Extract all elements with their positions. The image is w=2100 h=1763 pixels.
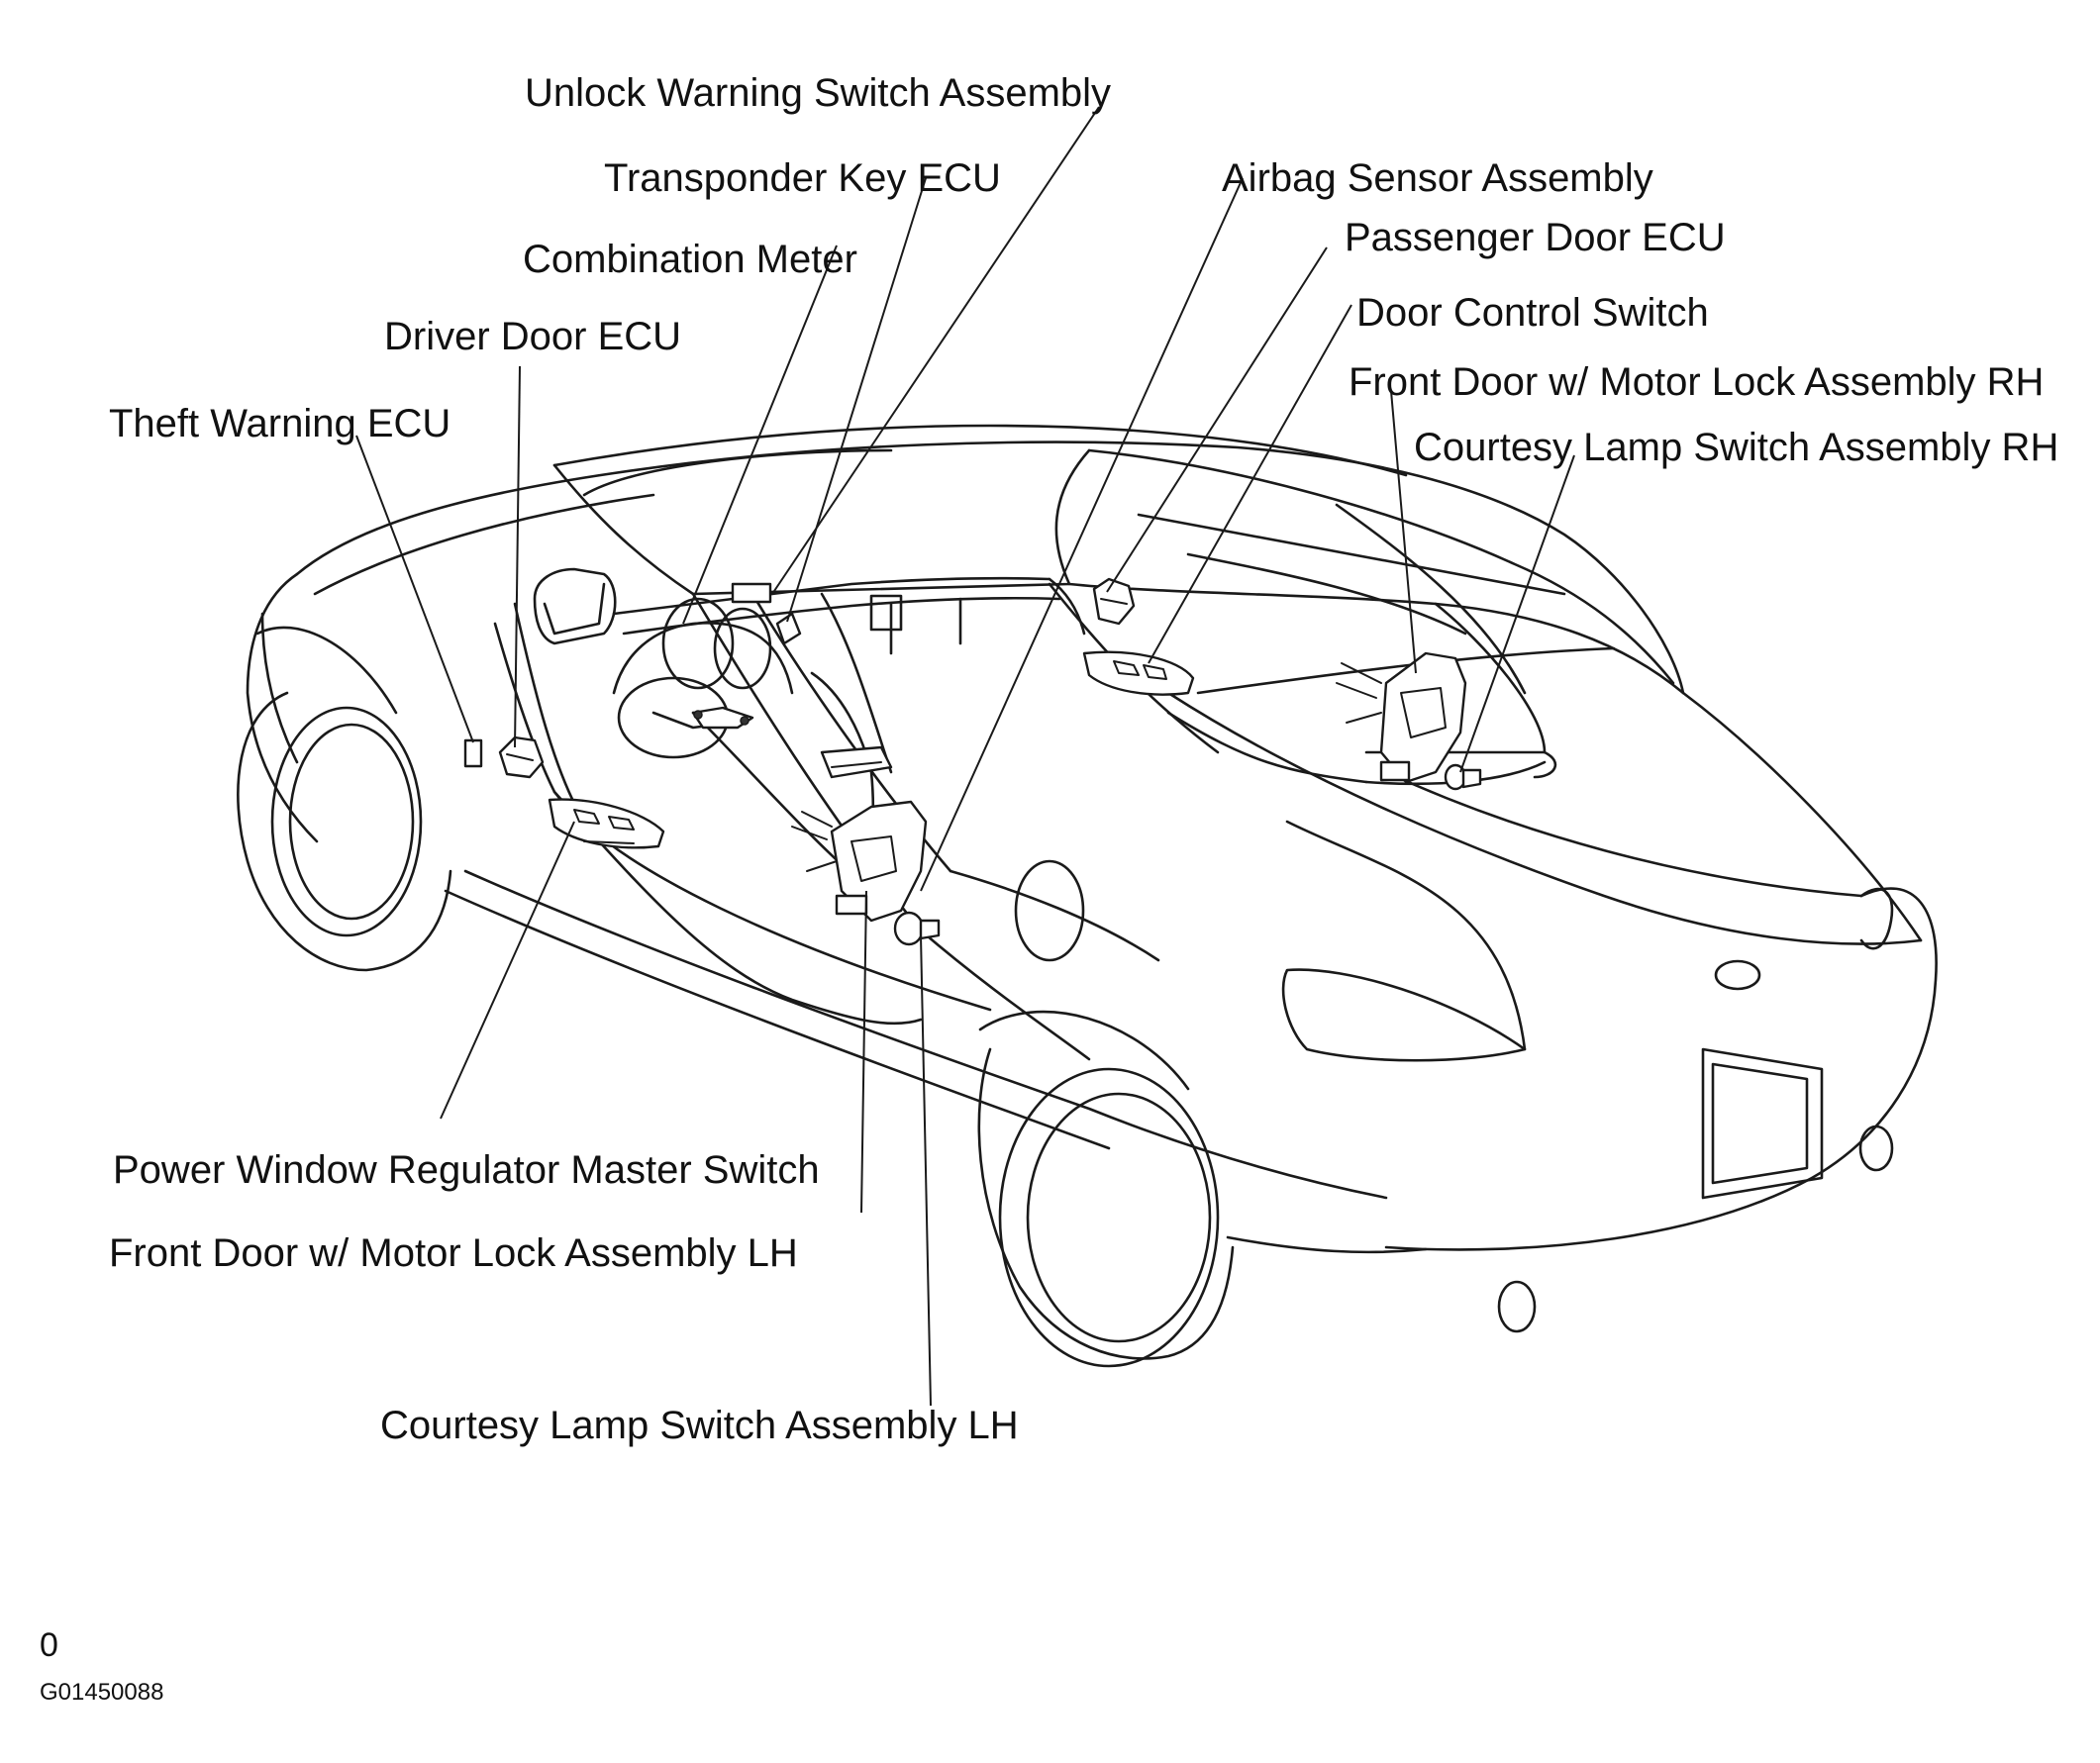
label-power-window-master-switch: Power Window Regulator Master Switch (113, 1148, 820, 1192)
label-passenger-door-ecu: Passenger Door ECU (1345, 216, 1726, 259)
label-unlock-warning-switch: Unlock Warning Switch Assembly (525, 71, 1112, 115)
transponder-key-ecu-part (775, 612, 802, 645)
power-window-master-switch-part (548, 798, 665, 849)
combination-meter-part (691, 706, 754, 730)
label-driver-door-ecu: Driver Door ECU (384, 315, 682, 358)
front-door-lock-lh-part (791, 800, 928, 923)
passenger-door-ecu-part (1092, 577, 1136, 626)
leader-unlock-warning (771, 106, 1100, 595)
leader-driver-door-ecu (514, 365, 521, 748)
label-door-control-switch: Door Control Switch (1356, 291, 1709, 335)
courtesy-lamp-lh-part (893, 911, 941, 946)
leader-front-door-rh (1390, 390, 1417, 674)
leader-courtesy-rh (1459, 454, 1575, 773)
driver-door-ecu-part (498, 735, 545, 779)
theft-warning-ecu-part (463, 738, 483, 768)
figure-code: G01450088 (40, 1679, 164, 1706)
label-airbag-sensor-assembly: Airbag Sensor Assembly (1222, 156, 1653, 200)
footer-marker: 0 (40, 1626, 58, 1664)
door-control-switch-part (1082, 650, 1195, 696)
leader-front-door-lh (860, 890, 867, 1214)
label-combination-meter: Combination Meter (523, 238, 857, 281)
leader-theft-warning (355, 435, 474, 743)
leader-airbag (920, 177, 1244, 892)
airbag-sensor-part (820, 745, 893, 779)
front-wheel (237, 626, 452, 972)
front-door-lock-rh-part (1336, 651, 1467, 784)
label-theft-warning-ecu: Theft Warning ECU (109, 402, 451, 445)
leader-door-control (1148, 304, 1352, 664)
label-front-door-lock-rh: Front Door w/ Motor Lock Assembly RH (1349, 360, 2045, 404)
label-courtesy-lamp-lh: Courtesy Lamp Switch Assembly LH (380, 1404, 1019, 1447)
leader-passenger-door-ecu (1106, 246, 1328, 593)
label-front-door-lock-lh: Front Door w/ Motor Lock Assembly LH (109, 1231, 798, 1275)
label-transponder-key-ecu: Transponder Key ECU (604, 156, 1001, 200)
courtesy-lamp-rh-part (1444, 763, 1482, 791)
rear-wheel (977, 1010, 1235, 1368)
leader-courtesy-lh (920, 934, 932, 1407)
car-body-outline (246, 424, 1938, 1333)
unlock-warning-switch-part (731, 582, 772, 604)
leader-combination-meter (682, 245, 838, 625)
leader-transponder (786, 177, 927, 623)
leader-power-window (440, 821, 575, 1120)
label-courtesy-lamp-rh: Courtesy Lamp Switch Assembly RH (1414, 426, 2059, 469)
leader-lines (355, 106, 1575, 1407)
